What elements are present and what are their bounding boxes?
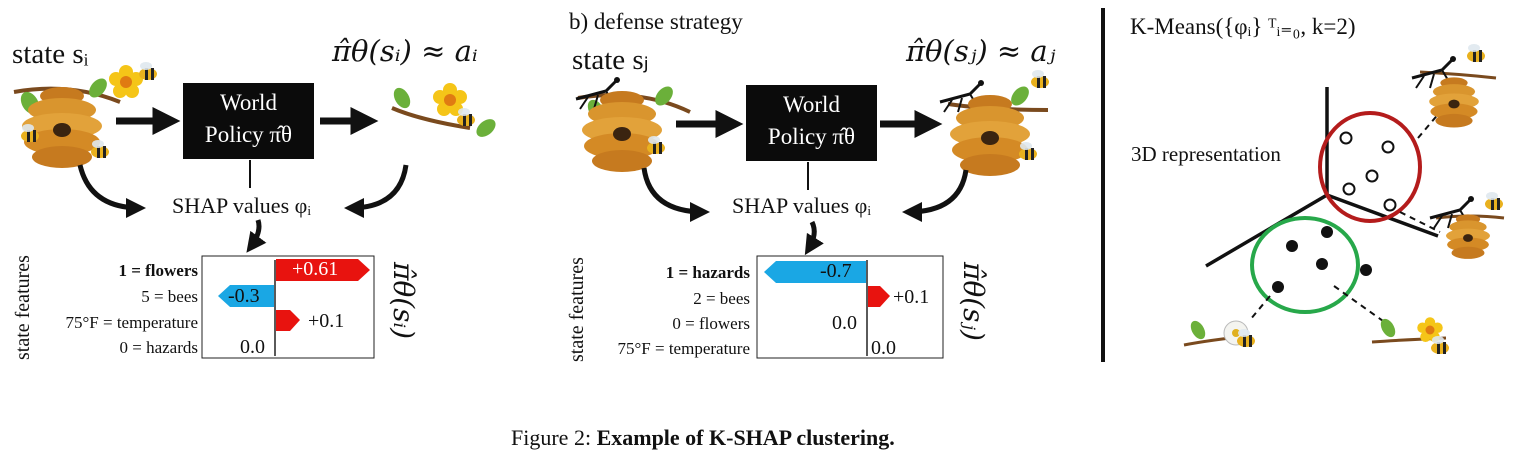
side-label-b: π̂θ(sⱼ) <box>957 262 990 341</box>
caption-title: Example of K-SHAP clustering. <box>596 425 895 450</box>
shap-bar-flowers <box>276 259 370 281</box>
feature-a-3: 0 = hazards <box>119 338 198 357</box>
feature-b-1: 2 = bees <box>693 289 750 308</box>
value-b-3: 0.0 <box>871 337 896 359</box>
value-b-0: -0.7 <box>820 260 852 282</box>
panel-a-branch-right <box>391 87 496 137</box>
cluster-red-points <box>1339 131 1397 212</box>
arrow-left-to-shap <box>77 164 146 218</box>
panel-c-flower-left <box>1183 320 1255 347</box>
cluster-green-points <box>1272 226 1372 293</box>
feature-b-0: 1 = hazards <box>665 263 750 282</box>
panel-c-hive-bottom <box>1428 192 1505 259</box>
value-a-0: +0.61 <box>292 258 339 280</box>
shap-bar-bees-b <box>868 286 890 307</box>
shap-label-a: SHAP values φᵢ <box>172 193 311 218</box>
feature-b-2: 0 = flowers <box>672 314 750 333</box>
value-a-1: -0.3 <box>228 285 260 307</box>
policy-box-a-line1: World <box>220 90 277 115</box>
bee-icon <box>457 108 475 126</box>
bee-icon <box>647 136 665 154</box>
arrow-shap-to-plot-b <box>804 220 824 256</box>
feature-a-1: 5 = bees <box>141 287 198 306</box>
shap-label-b: SHAP values φᵢ <box>732 193 871 218</box>
arrow-shap-to-plot <box>246 219 267 253</box>
cluster-green <box>1250 216 1360 314</box>
panel-c-title: K-Means({φᵢ} ᵀᵢ₌₀, k=2) <box>1130 14 1356 39</box>
policy-box-b-line1: World <box>783 92 840 117</box>
arrow-right-to-shap <box>344 164 409 218</box>
arrow-left-to-shap-b <box>641 167 710 222</box>
value-b-2: 0.0 <box>832 312 857 334</box>
cluster-red <box>1318 111 1422 223</box>
shap-plot-frame-b <box>756 255 944 359</box>
panel-c-flower-right <box>1371 317 1449 354</box>
bee-icon <box>91 140 109 158</box>
feature-b-3: 75°F = temperature <box>617 339 750 358</box>
flower-icon <box>109 65 143 98</box>
panel-b-label: b) defense strategy <box>569 9 743 34</box>
feature-a-2: 75°F = temperature <box>65 313 198 332</box>
shap-bar-temperature <box>276 310 300 331</box>
policy-box-b-line2: Policy π̂θ <box>767 124 856 149</box>
value-b-1: +0.1 <box>893 286 930 308</box>
figure-caption: Figure 2: Example of K-SHAP clustering. <box>511 425 895 451</box>
shap-plot-frame <box>201 255 375 359</box>
side-label-a: π̂θ(sᵢ) <box>387 262 420 340</box>
value-a-2: +0.1 <box>308 310 345 332</box>
axis-label-a: state features <box>12 255 34 360</box>
panel-c-hive-top <box>1410 44 1497 128</box>
policy-box-a-line2: Policy π̂θ <box>204 122 293 147</box>
state-label-a: state sᵢ <box>12 38 89 70</box>
cluster-links <box>1249 111 1441 327</box>
arrow-right-to-shap-b <box>902 169 969 222</box>
state-label-b: state sⱼ <box>572 44 649 76</box>
bee-icon <box>139 62 157 80</box>
shap-bar-hazards <box>764 261 866 283</box>
bee-icon <box>1031 70 1049 88</box>
value-a-3: 0.0 <box>240 336 265 358</box>
bee-icon <box>1019 142 1037 160</box>
policy-output-b: π̂θ(sⱼ) ≈ aⱼ <box>906 34 1056 68</box>
axis-label-b: state features <box>566 257 588 362</box>
policy-box-a: World Policy π̂θ <box>183 83 314 159</box>
policy-output-a: π̂θ(sᵢ) ≈ aᵢ <box>332 34 478 68</box>
caption-prefix: Figure 2: <box>511 425 597 450</box>
shap-bar-bees <box>218 285 274 307</box>
panel-c-rep-label: 3D representation <box>1131 142 1281 166</box>
feature-a-0: 1 = flowers <box>118 261 198 280</box>
policy-box-b: World Policy π̂θ <box>746 85 877 161</box>
